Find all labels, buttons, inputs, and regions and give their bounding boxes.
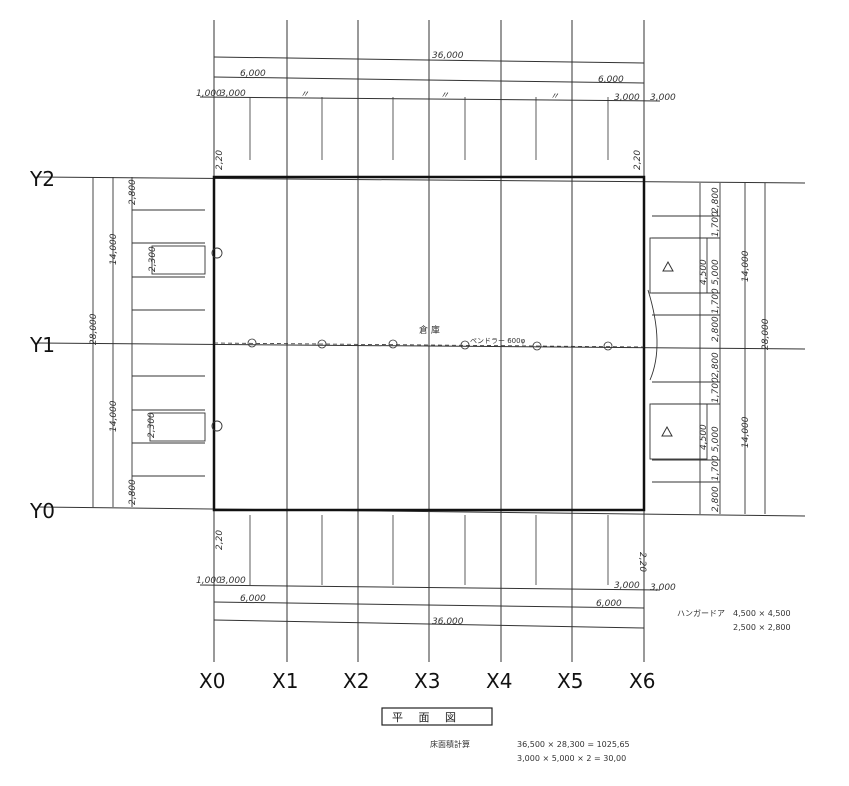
- dim-right-bay: 5,000: [711, 259, 721, 285]
- axis-label-y2: Y2: [29, 167, 55, 191]
- dim-left-top-bay: 2,800: [128, 179, 138, 205]
- axis-label-y0: Y0: [29, 499, 55, 523]
- right-dimension-lines: [647, 183, 766, 514]
- ditto-mark: 〃: [440, 91, 449, 101]
- dim-bottom-total: 36,000: [432, 617, 464, 627]
- dim-right-door-lower: 4,500: [699, 424, 709, 450]
- center-columns: [213, 338, 645, 351]
- dim-bottom-left-edge: 1,000: [196, 576, 222, 586]
- dim-right-bay: 2,800: [711, 352, 721, 378]
- area-calc-line-2: 3,000 × 5,000 × 2 = 30,00: [517, 754, 626, 763]
- dim-top-right-span: 6,000: [598, 75, 624, 85]
- dim-left-lower: 14,000: [109, 400, 119, 432]
- building-outline: [212, 175, 646, 512]
- dim-right-bay: 1,700: [711, 288, 721, 314]
- axis-label-x6: X6: [629, 669, 655, 693]
- dim-corner-tl: 2,20: [215, 150, 225, 170]
- room-label: 倉 庫: [419, 324, 440, 336]
- dim-top-right-bay: 3,000: [614, 93, 640, 103]
- dim-top-total: 36,000: [432, 51, 464, 61]
- axis-label-x5: X5: [557, 669, 583, 693]
- dim-left-upper: 14,000: [109, 233, 119, 265]
- dim-bottom-right-edge: 3,000: [650, 583, 676, 593]
- equipment-label: ペンドラー 600φ: [470, 337, 526, 345]
- dim-top-left-edge: 1,000: [196, 89, 222, 99]
- dim-left-door-lower: 2,300: [147, 412, 157, 438]
- dim-left-total: 28,000: [89, 313, 99, 345]
- dim-right-bay: 2,800: [711, 316, 721, 342]
- axis-label-y1: Y1: [29, 333, 55, 357]
- title-box: [381, 707, 493, 726]
- dim-bottom-right-span: 6,000: [596, 599, 622, 609]
- dim-right-bay: 1,700: [711, 455, 721, 481]
- axis-label-x3: X3: [414, 669, 440, 693]
- axis-label-x2: X2: [343, 669, 369, 693]
- dim-right-bay: 1,700: [711, 377, 721, 403]
- area-calc-line-1: 36,500 × 28,300 = 1025,65: [517, 740, 630, 749]
- dim-bottom-right-bay: 3,000: [614, 581, 640, 591]
- dim-left-bottom-bay: 2,800: [128, 479, 138, 505]
- dim-left-door-upper: 2,300: [148, 246, 158, 272]
- dim-top-right-edge: 3,000: [650, 93, 676, 103]
- dim-right-bay: 1,700: [711, 211, 721, 237]
- axis-label-x4: X4: [486, 669, 512, 693]
- grid-rows: [37, 176, 806, 517]
- dim-right-lower: 14,000: [741, 416, 751, 448]
- dim-top-left-bay: 3,000: [220, 89, 246, 99]
- dim-right-bay: 5,000: [711, 426, 721, 452]
- triangle-icons: [661, 260, 674, 437]
- ditto-mark: 〃: [300, 90, 309, 100]
- axis-label-x1: X1: [272, 669, 298, 693]
- hangar-door-label: ハンガードア: [677, 608, 725, 618]
- dim-corner-tr: 2,20: [633, 150, 643, 170]
- dim-top-left-span: 6,000: [240, 69, 266, 79]
- dim-right-bay: 2,800: [711, 187, 721, 213]
- left-dimension-lines: [92, 177, 223, 507]
- dim-bottom-left-bay: 3,000: [220, 576, 246, 586]
- grid-columns: [213, 20, 645, 662]
- hangar-door-size-1: 4,500 × 4,500: [733, 609, 791, 618]
- dim-corner-br: 2,20: [637, 552, 647, 572]
- dim-right-bay: 2,800: [711, 486, 721, 512]
- bottom-dimension-lines: [199, 515, 661, 629]
- axis-label-x0: X0: [199, 669, 225, 693]
- dim-right-door-upper: 4,500: [699, 259, 709, 285]
- dim-bottom-left-span: 6,000: [240, 594, 266, 604]
- dim-right-upper: 14,000: [741, 250, 751, 282]
- drawing-title: 平 面 図: [392, 711, 462, 724]
- dim-corner-bl: 2,20: [215, 530, 225, 550]
- dim-right-total: 28,000: [761, 318, 771, 350]
- area-calc-label: 床面積計算: [430, 739, 470, 749]
- top-dimension-lines: [199, 56, 661, 160]
- hangar-door-size-2: 2,500 × 2,800: [733, 623, 791, 632]
- ditto-mark: 〃: [550, 92, 559, 102]
